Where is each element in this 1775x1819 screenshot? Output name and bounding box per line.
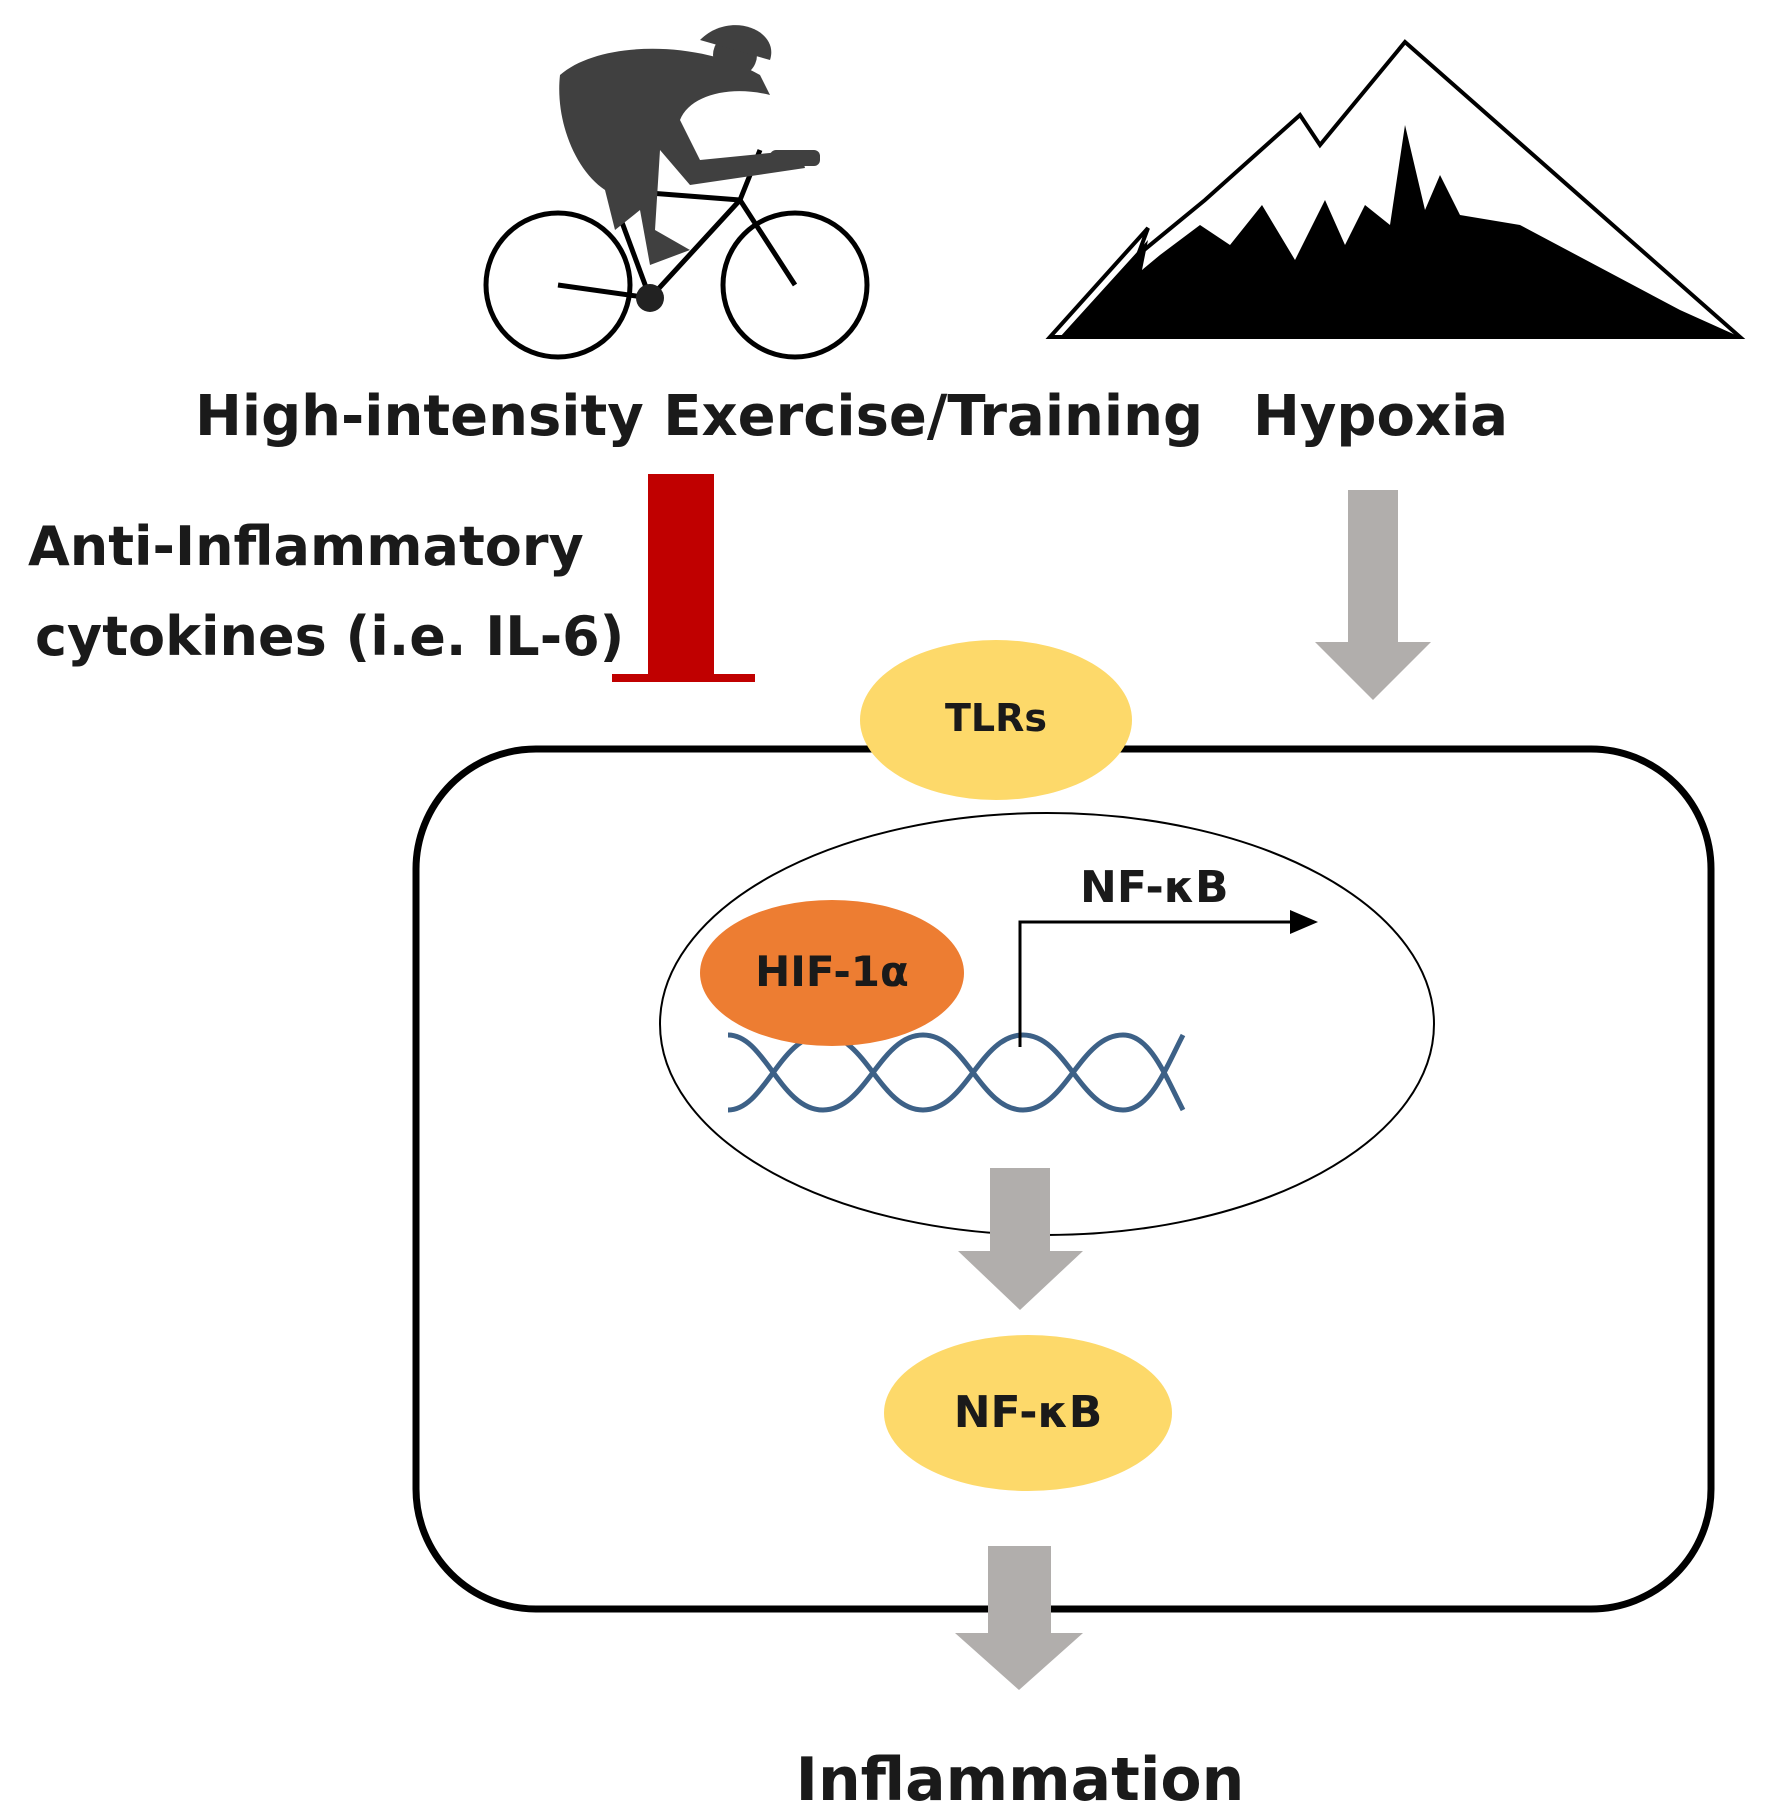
transcription-arrow (1018, 910, 1318, 1047)
mountain-icon (1045, 39, 1746, 339)
nucleus-to-nfkb-arrow (958, 1168, 1083, 1310)
nfkb-protein-label: NF-κB (954, 1387, 1103, 1438)
tlrs-label: TLRs (945, 696, 1047, 740)
hypoxia-label: Hypoxia (1253, 384, 1508, 449)
cyclist-icon (483, 25, 870, 360)
inhibition-bar (612, 474, 755, 682)
hif-1a-protein (700, 900, 964, 1046)
tlrs-receptor (860, 640, 1132, 800)
hif-1a-label: HIF-1α (755, 947, 909, 996)
nfkb-gene-label: NF-κB (1080, 862, 1229, 913)
hypoxia-arrow (1315, 490, 1431, 700)
exercise-label: High-intensity Exercise/Training (195, 384, 1203, 449)
nfkb-protein (884, 1335, 1172, 1491)
anti-inflammatory-label-line1: Anti-Inflammatory (28, 515, 584, 578)
inflammation-label: Inflammation (796, 1745, 1245, 1815)
anti-inflammatory-label-line2: cytokines (i.e. IL-6) (35, 605, 624, 668)
dna-helix-icon (727, 1032, 1186, 1113)
to-inflammation-arrow (955, 1546, 1083, 1690)
